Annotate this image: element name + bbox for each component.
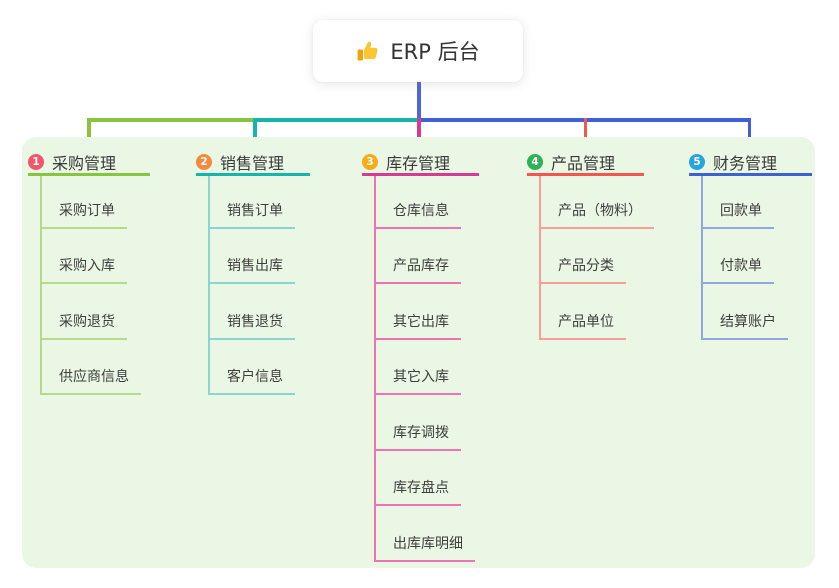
branch-item-label: 其它出库 — [393, 313, 449, 330]
branch-item[interactable]: 产品分类 — [541, 229, 626, 285]
branch-header-product[interactable]: 4 产品管理 — [527, 150, 644, 176]
branch-finance: 5 财务管理 回款单付款单结算账户 — [689, 150, 812, 340]
branch-header-sales[interactable]: 2 销售管理 — [196, 150, 310, 176]
branch-item[interactable]: 库存盘点 — [376, 451, 461, 507]
connector-bus-left — [87, 118, 255, 122]
root-label: ERP 后台 — [390, 40, 480, 64]
branch-item-label: 结算账户 — [720, 313, 776, 330]
branch-item-list: 销售订单销售出库销售退货客户信息 — [208, 176, 310, 396]
branch-number-badge: 2 — [196, 153, 212, 170]
branch-item-label: 出库库明细 — [393, 536, 463, 553]
branch-item-label: 回款单 — [720, 202, 762, 219]
branch-item[interactable]: 销售订单 — [210, 176, 295, 229]
branch-purchase: 1 采购管理 采购订单采购入库采购退货供应商信息 — [28, 150, 150, 396]
branch-header-finance[interactable]: 5 财务管理 — [689, 150, 812, 176]
branch-item-label: 供应商信息 — [59, 369, 129, 386]
connector-drop-product — [583, 118, 587, 147]
branch-item[interactable]: 回款单 — [703, 176, 774, 229]
branch-header-inventory[interactable]: 3 库存管理 — [362, 150, 479, 176]
branch-item-label: 仓库信息 — [393, 202, 449, 219]
branch-item[interactable]: 采购退货 — [42, 284, 127, 340]
branch-title: 产品管理 — [551, 153, 616, 173]
branch-title: 财务管理 — [713, 153, 778, 173]
branch-item-label: 销售出库 — [227, 258, 283, 275]
root-node[interactable]: ERP 后台 — [313, 20, 523, 82]
thumbs-up-icon — [357, 41, 378, 61]
branch-item-label: 客户信息 — [227, 369, 283, 386]
branch-title: 库存管理 — [386, 153, 451, 173]
branch-item-label: 采购订单 — [59, 202, 115, 219]
branch-number-badge: 1 — [28, 153, 44, 170]
branch-item[interactable]: 出库库明细 — [376, 506, 475, 563]
branch-item[interactable]: 销售退货 — [210, 284, 295, 340]
branch-item[interactable]: 采购入库 — [42, 229, 127, 285]
connector-drop-purchase — [87, 118, 91, 147]
branch-item[interactable]: 产品库存 — [376, 229, 461, 285]
branch-sales: 2 销售管理 销售订单销售出库销售退货客户信息 — [196, 150, 310, 396]
connector-drop-sales — [253, 118, 257, 147]
branch-item-label: 付款单 — [720, 258, 762, 275]
branch-item[interactable]: 供应商信息 — [42, 340, 141, 396]
branch-item-label: 库存盘点 — [393, 480, 449, 497]
branch-item-label: 产品单位 — [558, 313, 614, 330]
branch-header-purchase[interactable]: 1 采购管理 — [28, 150, 150, 176]
branch-item[interactable]: 库存调拨 — [376, 395, 461, 451]
connector-drop-finance — [747, 118, 751, 147]
branch-item[interactable]: 产品单位 — [541, 284, 626, 340]
branch-item[interactable]: 结算账户 — [703, 284, 788, 340]
branch-number-badge: 5 — [689, 153, 705, 170]
branch-item-label: 销售订单 — [227, 202, 283, 219]
branch-item[interactable]: 采购订单 — [42, 176, 127, 229]
branch-number-badge: 3 — [362, 153, 378, 170]
branches-panel — [22, 137, 815, 568]
branch-number-badge: 4 — [527, 153, 543, 170]
branch-item[interactable]: 其它入库 — [376, 340, 461, 396]
connector-drop-inventory — [417, 118, 421, 147]
connector-bus-middle — [253, 118, 419, 122]
branch-item[interactable]: 销售出库 — [210, 229, 295, 285]
branch-item[interactable]: 产品（物料） — [541, 176, 654, 229]
branch-item-list: 仓库信息产品库存其它出库其它入库库存调拨库存盘点出库库明细 — [374, 176, 479, 563]
branch-item-list: 采购订单采购入库采购退货供应商信息 — [40, 176, 150, 396]
connector-root-stub — [417, 82, 421, 119]
branch-item[interactable]: 客户信息 — [210, 340, 295, 396]
branch-item-label: 采购入库 — [59, 258, 115, 275]
branch-item-label: 产品（物料） — [558, 202, 642, 219]
branch-item-label: 产品库存 — [393, 258, 449, 275]
branch-title: 销售管理 — [220, 153, 285, 173]
branch-item-label: 产品分类 — [558, 258, 614, 275]
branch-item-list: 回款单付款单结算账户 — [701, 176, 812, 340]
branch-item-label: 其它入库 — [393, 369, 449, 386]
branch-product: 4 产品管理 产品（物料） 产品分类产品单位 — [527, 150, 654, 340]
branch-item-label: 销售退货 — [227, 313, 283, 330]
branch-item-label: 库存调拨 — [393, 424, 449, 441]
branch-item[interactable]: 付款单 — [703, 229, 774, 285]
branch-item[interactable]: 其它出库 — [376, 284, 461, 340]
branch-title: 采购管理 — [52, 153, 117, 173]
branch-item[interactable]: 仓库信息 — [376, 176, 461, 229]
branch-item-label: 采购退货 — [59, 313, 115, 330]
branch-item-list: 产品（物料） 产品分类产品单位 — [539, 176, 654, 340]
branch-inventory: 3 库存管理 仓库信息产品库存其它出库其它入库库存调拨库存盘点出库库明细 — [362, 150, 479, 563]
